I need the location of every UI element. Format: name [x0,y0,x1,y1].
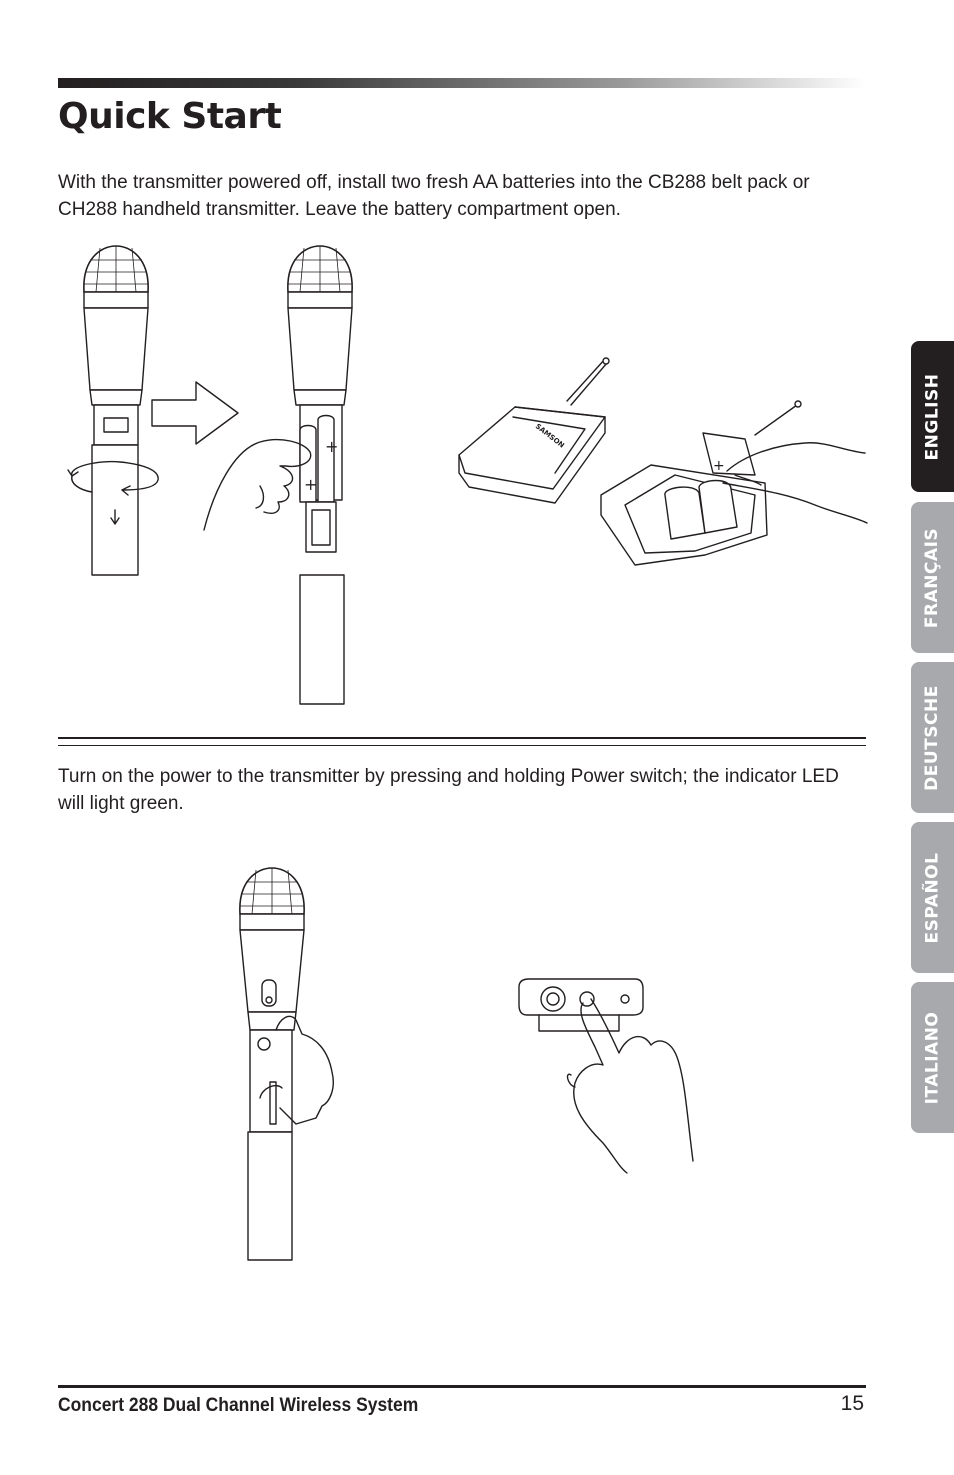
step-2-instructions: Turn on the power to the transmitter by … [58,766,839,814]
tab-francais[interactable]: FRANÇAIS [911,502,954,653]
beltpack-battery-install-illustration: SAMSON + [458,357,868,566]
page-number: 15 [840,1392,864,1415]
tab-espanol[interactable]: ESPAÑOL [911,822,954,973]
tab-deutsche[interactable]: DEUTSCHE [911,662,954,813]
handheld-mic-sleeve-illustration: SAMSON [67,245,159,576]
handheld-battery-install-illustration: SAMSON + + [203,245,353,705]
right-arrow-graphic [151,381,239,445]
svg-text:+: + [713,458,725,474]
handheld-power-switch-illustration: SAMSON [239,867,334,1261]
beltpack-power-switch-illustration [518,978,694,1174]
svg-text:+: + [325,437,338,456]
footer-rule [58,1385,866,1388]
section-divider-thin [58,745,866,746]
tab-italiano[interactable]: ITALIANO [911,982,954,1133]
page-title: Quick Start [58,96,282,137]
section-divider [58,737,866,739]
footer-product-name: Concert 288 Dual Channel Wireless System [58,1395,419,1416]
svg-text:+: + [304,475,317,494]
header-gradient-bar [58,78,866,88]
tab-english[interactable]: ENGLISH [911,341,954,492]
step-1-instructions: With the transmitter powered off, instal… [58,172,810,220]
